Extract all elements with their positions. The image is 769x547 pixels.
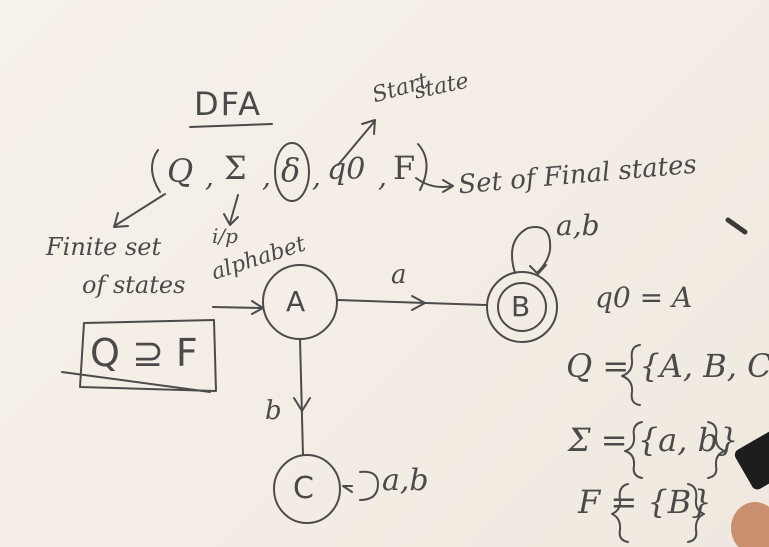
def-states-set: Q = {A, B, C} [566, 347, 769, 385]
tuple-sigma: Σ [224, 149, 247, 187]
state-B-label[interactable]: B [511, 290, 531, 323]
transition-A-to-C [293, 338, 311, 456]
tuple-comma-4: , [378, 160, 387, 193]
diagram-title: DFA [194, 85, 262, 123]
transition-label-a: a [391, 260, 407, 290]
finite-set-arrow [113, 193, 166, 228]
input-label: i/p [212, 224, 238, 248]
start-state-arrow [337, 119, 376, 166]
def-start-state: q0 = A [595, 281, 693, 314]
loop-label-B: a,b [556, 209, 600, 242]
transition-A-to-B [337, 295, 487, 311]
tuple-comma-2: , [262, 160, 271, 193]
final-states-arrow [415, 177, 454, 193]
tuple-f-symbol: F [393, 149, 416, 187]
tuple-delta: δ [281, 151, 301, 189]
def-alphabet-set: Σ = {a, b} [568, 421, 739, 459]
self-loop-B [511, 226, 552, 275]
title-underline [189, 123, 273, 128]
marker-pen-image [725, 217, 769, 547]
subset-underline [61, 371, 211, 393]
tuple-open-paren [151, 149, 161, 193]
finite-set-label: Finite set [46, 233, 162, 261]
transition-label-b: b [265, 396, 282, 426]
delta-circle [274, 142, 310, 202]
start-arrow-to-A [212, 300, 264, 315]
subset-box [79, 319, 217, 392]
tuple-q0: q0 [327, 152, 366, 187]
state-A-label[interactable]: A [286, 285, 306, 318]
alphabet-arrow [223, 194, 239, 226]
state-B-outer-circle[interactable] [486, 271, 558, 343]
tuple-q-symbol: Q [167, 152, 194, 190]
subset-relation: Q ⊇ F [90, 331, 198, 375]
state-C-label[interactable]: C [293, 471, 314, 506]
tuple-comma-1: , [205, 160, 214, 193]
def-final-set: F = {B} [578, 483, 712, 521]
loop-label-C: a,b [382, 463, 429, 498]
self-loop-C [342, 470, 379, 501]
tuple-close-paren [417, 143, 428, 191]
of-states-label: of states [82, 271, 186, 299]
set-braces [611, 344, 726, 543]
state-B-inner-circle [497, 282, 547, 332]
tuple-comma-3: , [312, 160, 321, 193]
state-C-circle[interactable] [273, 454, 341, 524]
